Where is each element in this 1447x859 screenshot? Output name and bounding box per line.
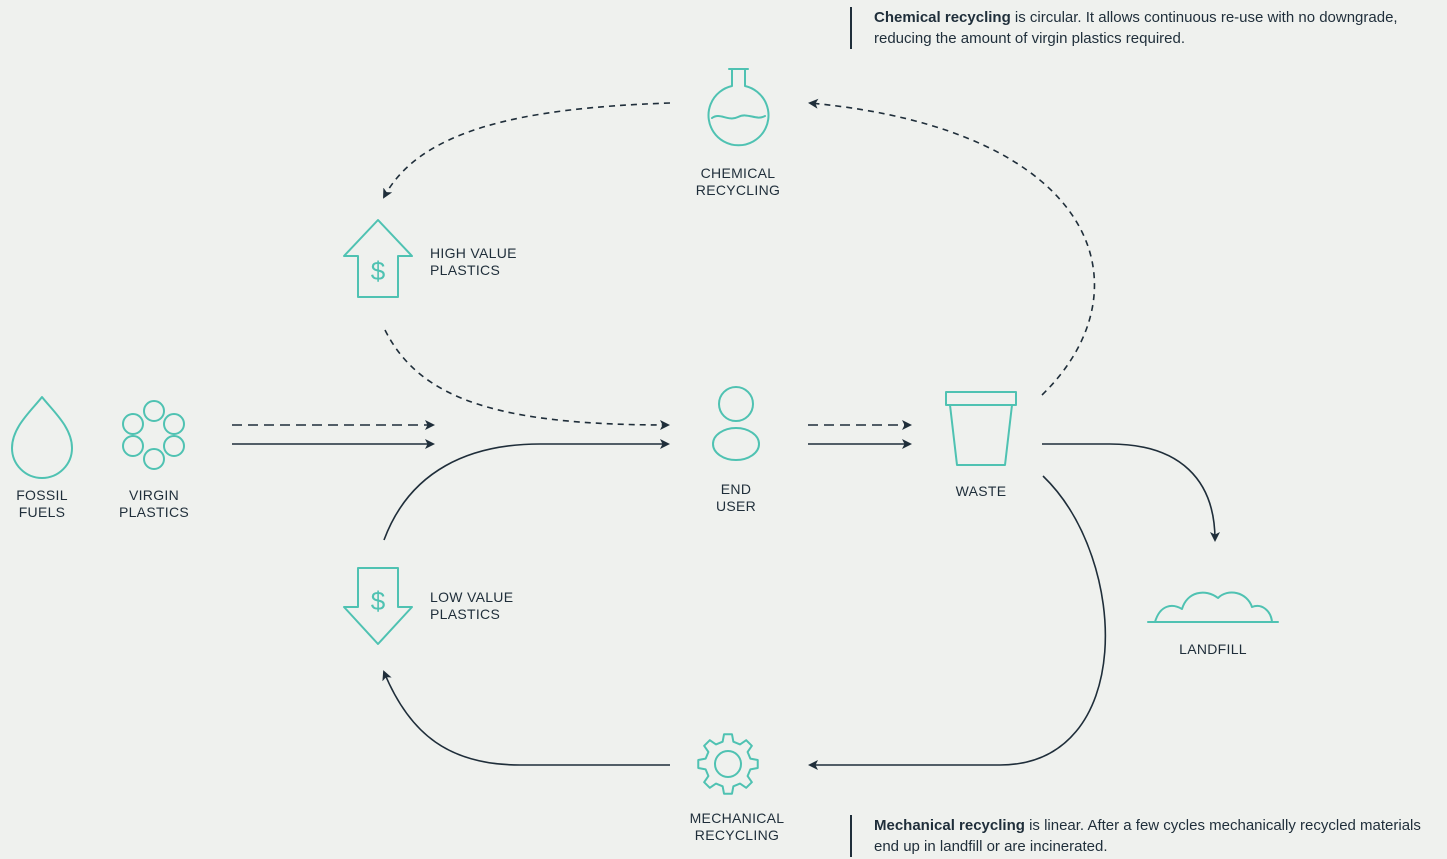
arrow-chemical-to-high-value (383, 102, 671, 199)
arrow-low-value-to-end-user (383, 439, 670, 541)
flask-icon (707, 68, 770, 147)
chemical-recycling-note: Chemical recycling is circular. It allow… (850, 7, 1439, 49)
dollar-down-arrow-icon: $ (343, 567, 413, 645)
mechanical-recycling-note: Mechanical recycling is linear. After a … (850, 815, 1446, 857)
virgin-plastics-label: VIRGIN PLASTICS (118, 487, 190, 520)
svg-text:$: $ (371, 586, 386, 616)
gear-icon (697, 733, 759, 795)
gear-hub (714, 750, 742, 778)
chemical-recycling-label: CHEMICAL RECYCLING (695, 165, 781, 198)
landfill-mound-icon (1147, 591, 1279, 623)
landfill-label: LANDFILL (1179, 641, 1247, 657)
low-value-plastics-label: LOW VALUE PLASTICS (430, 589, 514, 622)
waste-bin-icon (945, 391, 1017, 466)
svg-text:$: $ (371, 256, 386, 286)
arrow-high-value-to-end-user (384, 329, 670, 430)
mechanical-recycling-label: MECHANICAL RECYCLING (689, 810, 785, 843)
person-icon (712, 386, 760, 461)
arrow-waste-to-chemical (808, 98, 1096, 396)
droplet-icon (11, 396, 73, 479)
waste-label: WASTE (955, 483, 1007, 499)
dollar-up-arrow-icon: $ (343, 219, 413, 298)
arrow-waste-to-landfill (1042, 443, 1220, 542)
high-value-plastics-label: HIGH VALUE PLASTICS (430, 245, 517, 278)
molecule-ring-icon (122, 400, 185, 470)
fossil-fuels-label: FOSSIL FUELS (16, 487, 68, 520)
arrow-mechanical-to-low-value (382, 670, 670, 766)
arrow-waste-to-mechanical (808, 475, 1107, 770)
end-user-label: END USER (715, 481, 757, 514)
